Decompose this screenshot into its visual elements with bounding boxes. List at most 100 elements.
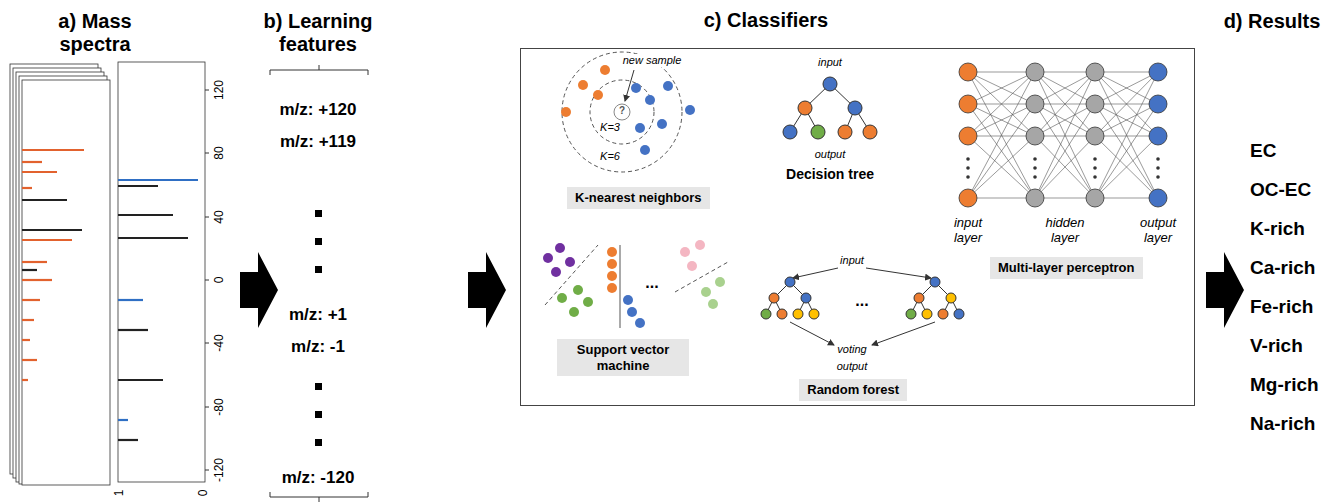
text-label: K=6 [598, 150, 622, 163]
drawing-part [270, 65, 368, 75]
drawing-part [22, 149, 84, 151]
drawing-part [645, 95, 655, 105]
drawing-part [1035, 104, 1095, 136]
method-label-box: K-nearest neighbors [567, 187, 710, 209]
method-name: Random forest [807, 382, 899, 398]
drawing-part [22, 171, 57, 173]
drawing-part [906, 309, 916, 319]
drawing-part [555, 243, 565, 253]
drawing-part [118, 329, 148, 331]
drawing-part [635, 123, 645, 133]
drawing-part [959, 127, 977, 145]
drawing-part [1086, 63, 1104, 81]
drawing-part [1095, 72, 1158, 104]
drawing-part [938, 309, 948, 319]
drawing-part [562, 52, 682, 172]
drawing-part [715, 277, 725, 287]
drawing-part [623, 295, 633, 305]
drawing-part [468, 252, 506, 328]
drawing-part [607, 247, 617, 293]
drawing-part [315, 439, 322, 446]
text-label: ? [619, 105, 625, 117]
drawing-part [569, 307, 579, 317]
feature-bracket [270, 65, 368, 502]
drawing-part [607, 259, 617, 269]
drawing-part [545, 245, 598, 305]
drawing-part [1095, 104, 1158, 198]
drawing-part [1095, 72, 1158, 198]
drawing-part [823, 77, 837, 91]
drawing-part [801, 293, 811, 303]
result-class: Ca-rich [1250, 257, 1315, 279]
text-label: m/z: +120 [279, 100, 356, 120]
text-label: m/z: +119 [280, 132, 356, 152]
axis-label: 1 [113, 490, 127, 497]
drawing-part [315, 266, 322, 273]
drawing-part [625, 70, 634, 101]
text-label: ... [855, 292, 868, 310]
drawing-part [631, 83, 641, 93]
drawing-part [557, 293, 567, 303]
drawing-part [1095, 136, 1158, 198]
axis-label: 80 [213, 146, 227, 159]
result-class: Mg-rich [1250, 374, 1319, 396]
mlp-network [959, 63, 1167, 207]
drawing-part [809, 309, 819, 319]
drawing-part [1095, 72, 1158, 136]
drawing-part [968, 136, 1035, 198]
drawing-part [205, 217, 209, 218]
drawing-part [1095, 104, 1158, 136]
drawing-part [848, 101, 862, 115]
method-name: Support vector machine [565, 342, 681, 373]
drawing-part [838, 125, 852, 139]
drawing-part [663, 81, 673, 91]
text-label: output [835, 360, 870, 373]
drawing-part [793, 268, 838, 278]
drawing-part [118, 179, 198, 181]
drawing-part [22, 80, 110, 485]
drawing-part [914, 293, 924, 303]
drawing-part [607, 247, 617, 257]
method-name: Multi-layer perceptron [998, 260, 1135, 276]
axis-label: 120 [213, 80, 227, 100]
drawing-part [783, 125, 797, 139]
drawing-part [968, 198, 1035, 199]
result-class: Na-rich [1250, 413, 1315, 435]
drawing-part [701, 277, 725, 309]
text-label: hidden layer [1037, 216, 1093, 246]
spectra-stack [10, 62, 205, 485]
drawing-part [675, 262, 728, 292]
drawing-part [22, 299, 40, 301]
drawing-part [657, 119, 667, 129]
drawing-part [205, 280, 209, 281]
drawing-part [631, 81, 695, 155]
drawing-part [561, 107, 571, 117]
drawing-part [1156, 157, 1160, 161]
knn-illustration [561, 52, 695, 172]
drawing-part [1149, 63, 1167, 81]
drawing-part [600, 65, 610, 75]
drawing-part [680, 240, 705, 271]
axis-label: -120 [213, 458, 227, 482]
drawing-part [205, 407, 209, 408]
drawing-part [1035, 104, 1095, 198]
drawing-part [968, 104, 1035, 136]
drawing-part [1035, 136, 1095, 198]
drawing-part [1095, 198, 1158, 199]
drawing-part [1033, 175, 1037, 179]
drawing-part [614, 104, 630, 120]
drawing-part [315, 411, 322, 418]
drawing-part [1156, 175, 1160, 179]
drawing-part [22, 229, 82, 231]
drawing-part [315, 383, 322, 390]
drawing-part [1095, 72, 1158, 73]
drawing-part [118, 185, 158, 187]
drawing-part [1026, 127, 1044, 145]
drawing-part [866, 268, 931, 278]
drawing-part [590, 80, 654, 144]
result-class: EC [1250, 140, 1276, 162]
axis-label: -80 [213, 398, 227, 415]
drawing-part [557, 285, 593, 317]
text-label: ... [645, 274, 658, 292]
